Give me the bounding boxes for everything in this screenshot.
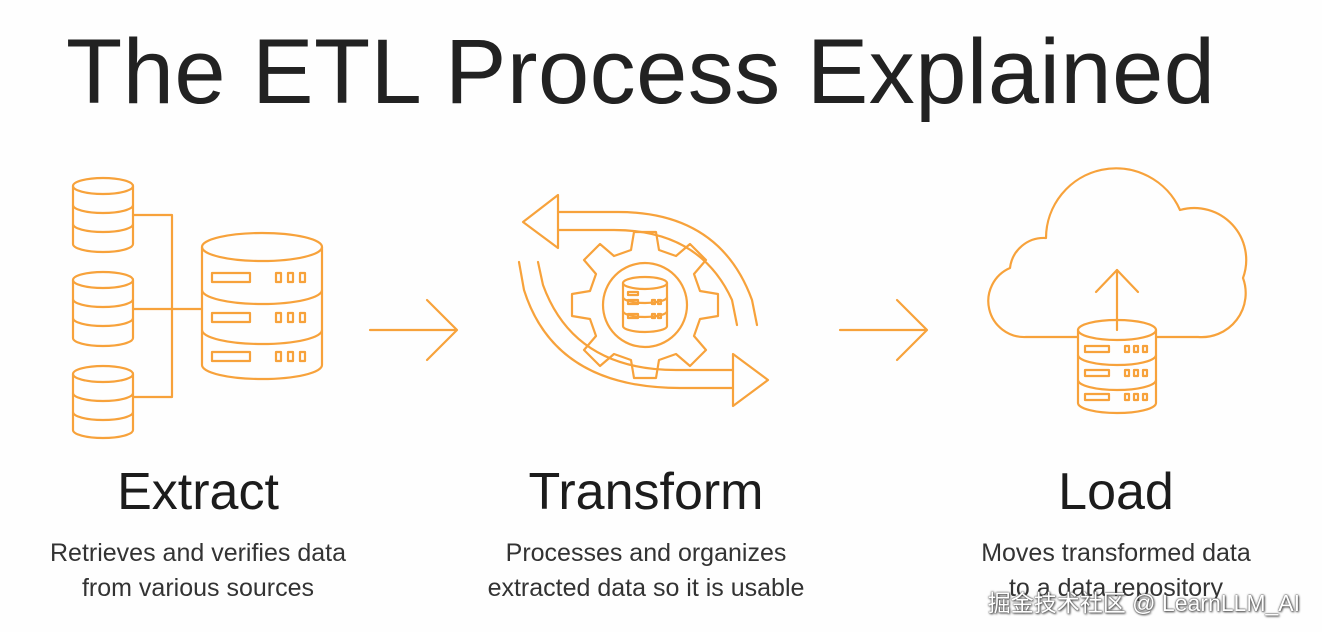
watermark: 掘金技术社区 @ LearnLLM_AI	[987, 590, 1300, 616]
database-sources-icon	[71, 176, 324, 440]
stage-description-transform: Processes and organizes extracted data s…	[446, 536, 846, 606]
stage-title-extract: Extract	[117, 463, 279, 521]
stage-description-load: Moves transformed data to a data reposit…	[916, 536, 1316, 606]
small-database-icon	[71, 364, 135, 440]
stage-title-transform: Transform	[528, 463, 764, 521]
arrow-right-icon	[368, 298, 459, 362]
description-line: to a data repository	[1008, 574, 1223, 602]
small-database-icon	[71, 270, 135, 348]
stage-title-load: Load	[1058, 463, 1174, 521]
description-line: Processes and organizes	[505, 539, 787, 567]
cloud-upload-icon	[987, 167, 1248, 415]
arrow-right-icon	[838, 298, 929, 362]
small-database-icon	[71, 176, 135, 254]
description-line: from various sources	[81, 574, 315, 602]
description-line: Moves transformed data	[981, 539, 1251, 567]
large-database-icon	[200, 231, 324, 381]
description-line: extracted data so it is usable	[487, 574, 805, 602]
stage-description-extract: Retrieves and verifies data from various…	[0, 536, 398, 606]
page-title: The ETL Process Explained	[66, 21, 1216, 123]
description-line: Retrieves and verifies data	[50, 539, 346, 567]
gear-cycle-icon	[517, 193, 770, 408]
